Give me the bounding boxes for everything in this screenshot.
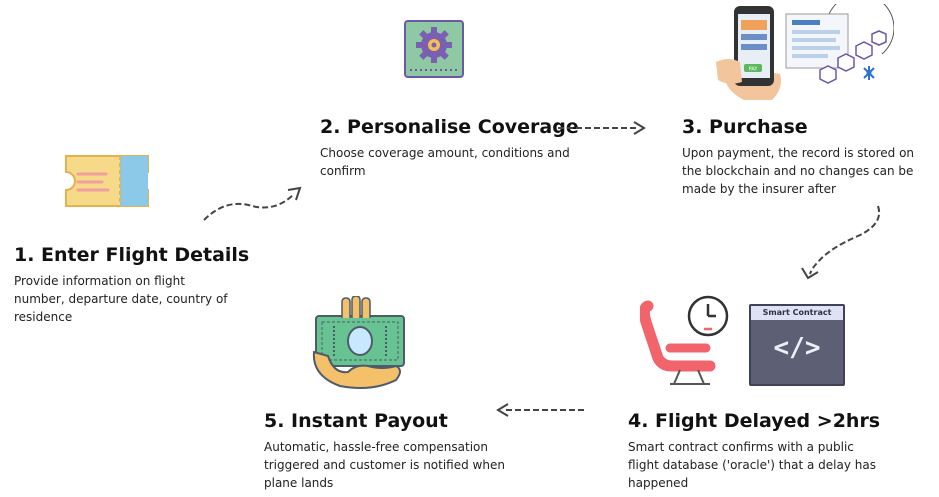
step-5: 5. Instant Payout Automatic, hassle-free… [264,410,514,492]
hand-cash-icon [312,296,412,392]
smart-contract-icon: Smart Contract </> [749,304,845,386]
step-1: 1. Enter Flight Details Provide informat… [14,244,250,326]
ticket-icon [62,150,152,212]
arrow-2-to-3-icon [554,118,650,138]
step-2: 2. Personalise Coverage Choose coverage … [320,116,579,180]
step-5-description: Automatic, hassle-free compensation trig… [264,440,505,490]
gear-settings-icon [404,20,464,78]
code-brackets-icon: </> [773,333,821,363]
step-4: 4. Flight Delayed >2hrs Smart contract c… [628,410,888,492]
step-1-description: Provide information on flight number, de… [14,274,228,324]
step-5-title: 5. Instant Payout [264,410,448,432]
step-1-title: 1. Enter Flight Details [14,244,250,266]
step-4-description: Smart contract confirms with a public fl… [628,440,876,490]
step-4-title: 4. Flight Delayed >2hrs [628,410,881,432]
phone-blockchain-icon: PAY [714,4,894,104]
arrow-3-to-4-icon [794,202,890,284]
seat-clock-icon [640,292,740,388]
arrow-1-to-2-icon [196,180,308,226]
smart-contract-label: Smart Contract [751,306,843,320]
pay-button-label: PAY [749,67,759,73]
step-3-title: 3. Purchase [682,116,808,138]
step-3: 3. Purchase Upon payment, the record is … [682,116,932,198]
step-2-description: Choose coverage amount, conditions and c… [320,146,570,178]
step-3-description: Upon payment, the record is stored on th… [682,146,915,196]
step-2-title: 2. Personalise Coverage [320,116,579,138]
arrow-4-to-5-icon [492,400,588,420]
